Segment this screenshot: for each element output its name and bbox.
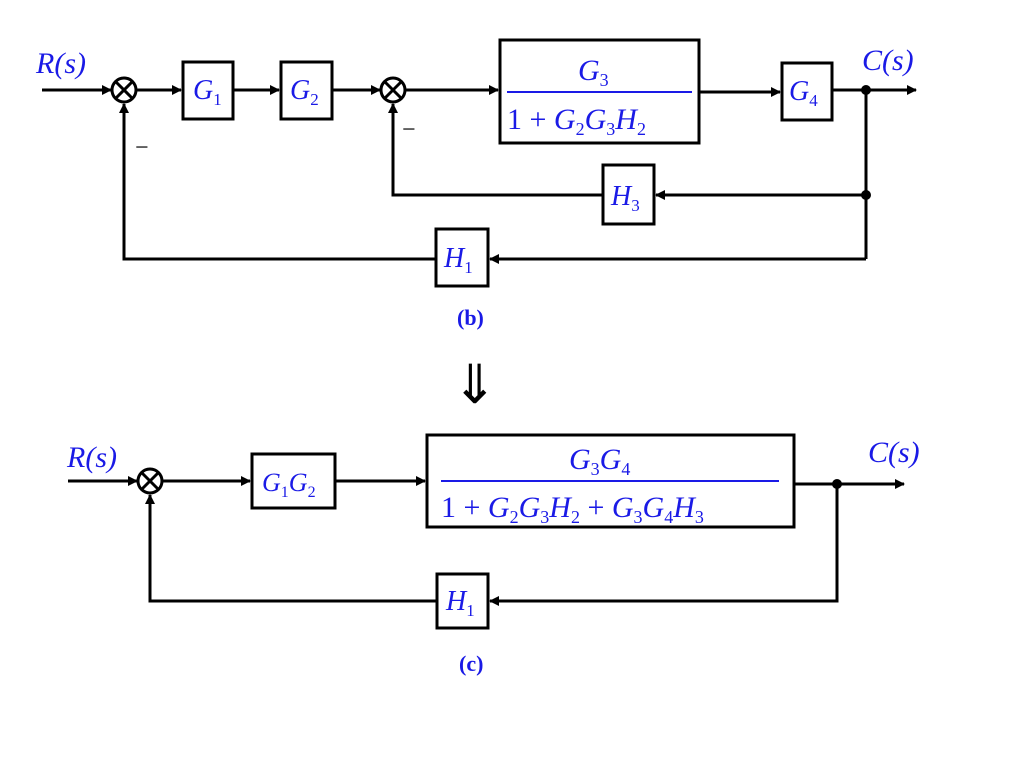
line-h1-s1-b [119, 103, 436, 261]
diagram-c: R(s) G1G2 G3G4 1 + G2G3H2 + G3G4H3 [66, 433, 920, 676]
h1-label-b: H1 [443, 243, 473, 277]
block-h1-b: H1 [434, 227, 490, 288]
line-h3-s2 [388, 103, 603, 197]
block-h3-b: H3 [601, 163, 656, 226]
line-to-h1-c [489, 484, 839, 606]
summing-junction-1-b [110, 76, 138, 104]
h1-label-c: H1 [445, 586, 475, 620]
g1-label: G1 [193, 75, 222, 109]
minus-sign-inner-b: − [402, 117, 416, 143]
block-closed-loop-b: G3 1 + G2G3H2 [498, 38, 701, 145]
block-g1g2-c: G1G2 [250, 452, 337, 510]
h3-label: H3 [610, 181, 640, 215]
caption-b: (b) [457, 305, 484, 330]
line-h1-s-c [145, 494, 437, 603]
diagram-b: R(s) − G1 G2 [35, 38, 917, 330]
block-h1-c: H1 [435, 572, 490, 630]
big-c-numerator: G3G4 [569, 443, 630, 479]
input-label-c: R(s) [66, 441, 117, 474]
minus-sign-outer-b: − [135, 135, 149, 161]
output-label-b: C(s) [862, 44, 914, 77]
g1g2-label: G1G2 [262, 468, 316, 501]
summing-junction-2-b [379, 76, 407, 104]
block-g1-b: G1 [181, 60, 235, 121]
block-g4-b: G4 [780, 61, 834, 122]
big-b-denominator: 1 + G2G3H2 [507, 103, 646, 139]
big-c-denominator: 1 + G2G3H2 + G3G4H3 [441, 491, 704, 527]
g2-label: G2 [290, 75, 319, 109]
output-label-c: C(s) [868, 436, 920, 469]
big-b-numerator: G3 [578, 54, 609, 90]
input-label-b: R(s) [35, 47, 86, 80]
caption-c: (c) [459, 651, 483, 676]
block-closed-loop-c: G3G4 1 + G2G3H2 + G3G4H3 [425, 433, 796, 529]
block-g2-b: G2 [279, 60, 334, 121]
transform-arrow: ⇓ [452, 353, 497, 416]
g4-label: G4 [789, 76, 818, 110]
summing-junction-c [136, 467, 164, 495]
